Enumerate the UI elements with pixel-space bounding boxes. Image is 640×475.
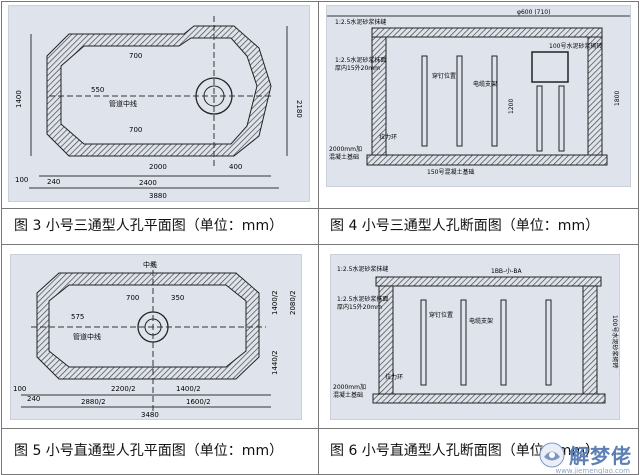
table-border-left (1, 1, 2, 475)
fig3-label-550: 550 (91, 86, 104, 94)
fig4-label-right: 100号水泥砂浆砌砖 (549, 42, 602, 50)
table-border-center (318, 1, 319, 475)
fig6-base (372, 393, 606, 404)
table-border-mid2 (1, 244, 639, 245)
fig6-brackets (420, 299, 552, 386)
fig4-base (366, 154, 608, 166)
watermark-url: www.jiemenglao.com (555, 467, 630, 475)
fig6-label-slab2: 1:2.5水泥砂浆抹面 (337, 295, 388, 303)
fig3-caption: 图 3 小号三通型人孔平面图（单位：mm） (14, 218, 284, 234)
fig3-label-2180: 2180 (295, 100, 303, 118)
fig6-caption: 图 6 小号直通型人孔断面图（单位：mm） (330, 443, 600, 459)
fig5-caption: 图 5 小号直通型人孔平面图（单位：mm） (14, 443, 284, 459)
fig3-label-1400: 1400 (15, 90, 23, 108)
fig3-label-240: 240 (47, 178, 60, 186)
fig3-label-2400: 2400 (139, 179, 157, 187)
fig4-label-cable: 电缆支架 (473, 80, 497, 88)
fig4-label-slab2: 1:2.5水泥砂浆抹面 (335, 56, 386, 64)
table-border-mid1 (1, 208, 639, 209)
fig3-label-100: 100 (15, 176, 28, 184)
fig5-label-240: 240 (27, 395, 40, 403)
table-border-right (638, 1, 639, 475)
fig5-label-r2080: 2080/2 (289, 290, 297, 315)
fig6-label-ring: 拉力环 (385, 373, 403, 381)
fig4-right-wall (587, 36, 603, 156)
fig5-inner-chamber (48, 284, 247, 368)
fig4-label-1200: 1200 (508, 99, 515, 114)
fig6-label-cable: 电缆支架 (469, 317, 493, 325)
fig5-svg: 中线 700 350 575 管道中线 2200/2 1400/2 2880/2… (13, 260, 297, 419)
fig5-plan-drawing: 中线 700 350 575 管道中线 2200/2 1400/2 2880/2… (10, 254, 302, 420)
fig4-label-slab2b: 厚内15外20mm (335, 64, 380, 72)
fig6-section-drawing: 1:2.5水泥砂浆抹缝 1:2.5水泥砂浆抹面 厚内15外20mm 1BB-小-… (330, 254, 620, 420)
fig6-svg: 1:2.5水泥砂浆抹缝 1:2.5水泥砂浆抹面 厚内15外20mm 1BB-小-… (333, 265, 619, 404)
fig6-label-base: 2000mm加 (333, 383, 366, 391)
fig6-top-slab (375, 276, 602, 287)
fig4-label-nail: 穿钉位置 (432, 72, 456, 80)
fig3-plan-drawing: 700 700 550 管道中线 2000 400 100 240 2400 3… (8, 5, 310, 202)
fig4-svg: 1:2.5水泥砂浆抹缝 1:2.5水泥砂浆抹面 厚内15外20mm φ600 (… (327, 9, 630, 176)
fig5-label-1400: 1400/2 (176, 385, 201, 393)
fig5-label-100: 100 (13, 385, 26, 393)
table-border-top (1, 1, 639, 2)
fig4-label-footer: 150号混凝土基础 (427, 168, 474, 176)
fig5-label-1600: 1600/2 (186, 398, 211, 406)
fig3-label-2000: 2000 (149, 163, 167, 171)
fig5-label-pipe: 管道中线 (73, 332, 101, 341)
fig3-label-pipe: 管道中线 (109, 99, 137, 108)
fig3-inner-chamber (60, 37, 258, 145)
fig5-label-r1440: 1440/2 (271, 350, 279, 375)
fig4-label-slab1: 1:2.5水泥砂浆抹缝 (335, 18, 386, 26)
fig6-label-base2: 混凝土基础 (333, 391, 363, 399)
fig6-label-nail: 穿钉位置 (429, 311, 453, 319)
fig3-label-3880: 3880 (149, 192, 167, 200)
fig4-top-slab (371, 27, 603, 38)
fig6-label-top: 1BB-小-BA (491, 267, 522, 275)
fig4-label-cover: φ600 (710) (517, 9, 550, 16)
fig4-brackets (421, 55, 565, 152)
fig4-caption: 图 4 小号三通型人孔断面图（单位：mm） (330, 218, 600, 234)
fig5-label-350: 350 (171, 294, 184, 302)
fig3-label-mid-dim: 700 (129, 126, 142, 134)
fig4-cover-frame (531, 51, 569, 83)
watermark: 解梦佬 (539, 440, 632, 469)
fig6-right-wall (582, 285, 598, 395)
fig4-label-base: 2000mm加 (329, 145, 362, 153)
fig5-label-2880: 2880/2 (81, 398, 106, 406)
fig6-label-right: 100号水泥砂浆砌砖 (611, 315, 619, 368)
fig5-label-center: 中线 (143, 260, 157, 269)
fig6-label-slab2b: 厚内15外20mm (337, 303, 382, 311)
fig5-label-2200: 2200/2 (111, 385, 136, 393)
fig5-label-r1400: 1400/2 (271, 290, 279, 315)
fig3-svg: 700 700 550 管道中线 2000 400 100 240 2400 3… (15, 16, 303, 200)
fig3-label-top-dim: 700 (129, 52, 142, 60)
fig3-label-400: 400 (229, 163, 242, 171)
fig4-section-drawing: 1:2.5水泥砂浆抹缝 1:2.5水泥砂浆抹面 厚内15外20mm φ600 (… (326, 5, 631, 187)
watermark-brand: 解梦佬 (569, 444, 632, 468)
fig6-label-slab1: 1:2.5水泥砂浆抹缝 (337, 265, 388, 273)
fig4-label-ring: 拉力环 (379, 133, 397, 141)
fig4-label-base2: 混凝土基础 (329, 153, 359, 161)
fig4-label-1800: 1800 (614, 91, 621, 106)
fig5-label-700: 700 (126, 294, 139, 302)
watermark-logo-icon (539, 442, 565, 467)
fig5-label-575: 575 (71, 313, 84, 321)
fig5-label-3480: 3480 (141, 411, 159, 419)
table-border-mid3 (1, 428, 639, 429)
